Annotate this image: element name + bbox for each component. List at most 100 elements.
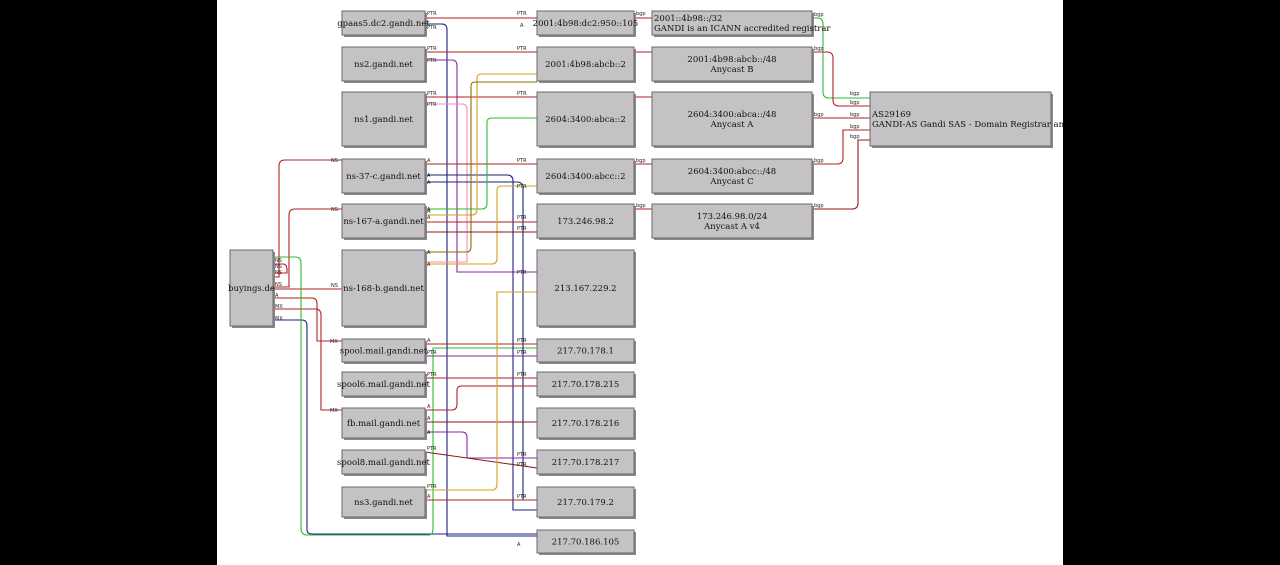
edge-label: A [427,262,431,268]
edge-label: bgp [814,12,824,18]
node-label: 2604:3400:abcc::2 [545,172,625,182]
edge-label: PTR [517,372,527,378]
edge-13: PTR [425,102,468,263]
edge-label: NS [331,207,338,213]
edge-label: NS [331,158,338,164]
node-ip6: 213.167.229.2 [536,249,636,328]
node-label: 217.70.186.105 [552,538,620,548]
node-ns167: ns-167-a.gandi.net [341,203,427,240]
edge-20: A [425,81,537,256]
edge-label: PTR [517,184,527,190]
edge-label: PTR [427,91,437,97]
edge-label: A [427,207,431,213]
edge-label: PTR [427,372,437,378]
edge-label: PTR [517,215,527,221]
node-ip1: 2001:4b98:dc2:950::105 [533,10,638,37]
edge-21: A PTR [425,184,537,268]
edge-22: PTR [425,226,537,233]
node-ip2: 2001:4b98:abcb::2 [536,46,636,83]
node-ns1: ns1.gandi.net [341,91,427,148]
edge-label: PTR [427,350,437,356]
node-label: GANDI-AS Gandi SAS - Domain Registrar an [872,120,1063,130]
edge-label: PTR [427,58,437,64]
edge-17: A [425,117,537,213]
node-label: 2001::4b98::/32 [654,14,722,24]
edge-label: NS [275,258,282,264]
edge-label: A [427,215,431,221]
node-label: Anycast A [710,120,755,130]
node-ns3: ns3.gandi.net [341,486,427,519]
node-label: 2604:3400:abcc::/48 [688,167,776,177]
edge-36: bgp [634,203,652,210]
edge-label: A [427,404,431,410]
node-fb: fb.mail.gandi.net [341,407,427,440]
edge-label: PTR [517,11,527,17]
edge-32: bgp [634,11,652,19]
edge-label: bgp [814,203,824,209]
edge-label: bgp [814,158,824,164]
node-gpaas: gpaas5.dc2.gandi.net [337,10,430,37]
edge-16: A [425,180,537,501]
node-ip12: 217.70.186.105 [536,529,636,555]
node-label: 173.246.98.0/24 [697,212,767,222]
edge-label: NS [275,282,282,288]
edge-24: PTR PTR [425,350,537,357]
node-label: spool8.mail.gandi.net [337,458,430,468]
node-spool: spool.mail.gandi.net [340,338,428,364]
edge-label: A [427,250,431,256]
edge-label: A [275,293,279,299]
edge-label: A [427,180,431,186]
node-label: ns-37-c.gandi.net [346,172,421,182]
edge-label: bgp [636,203,646,209]
edge-label: MX [275,316,283,322]
edge-label: MX [330,408,338,414]
node-ip10: 217.70.178.217 [536,449,636,476]
node-label: AS29169 [871,110,911,120]
edge-label: PTR [517,226,527,232]
node-label: 217.70.178.216 [552,419,620,429]
edge-label: A [520,23,524,29]
node-label: 217.70.178.215 [552,380,620,390]
edge-41: bgp bgp [812,134,870,210]
edge-label: A [517,542,521,548]
node-label: 213.167.229.2 [554,284,616,294]
node-label: ns2.gandi.net [354,60,413,70]
edge-label: PTR [517,350,527,356]
edge-5: A MX [273,316,537,548]
node-label: 173.246.98.2 [557,217,614,227]
edge-label: PTR [517,462,527,468]
edge-label: bgp [814,112,824,118]
node-label: 217.70.178.1 [557,347,614,357]
node-label: 2604:3400:abca::2 [545,115,625,125]
node-label: 2604:3400:abca::/48 [688,110,777,120]
node-label: fb.mail.gandi.net [347,419,421,429]
edge-label: PTR [517,270,527,276]
edge-label: PTR [517,158,527,164]
edge-label: A [427,416,431,422]
edge-8: PTR PTR [425,11,537,19]
edge-label: MX [275,304,283,310]
edge-label: PTR [517,46,527,52]
node-label: 2001:4b98:abcb::2 [545,60,626,70]
node-ns2: ns2.gandi.net [341,46,427,83]
edge-label: A [427,173,431,179]
edge-7: NS [273,263,288,274]
edge-label: NS [331,283,338,289]
edge-label: PTR [427,11,437,17]
edge-26: A [425,385,537,411]
